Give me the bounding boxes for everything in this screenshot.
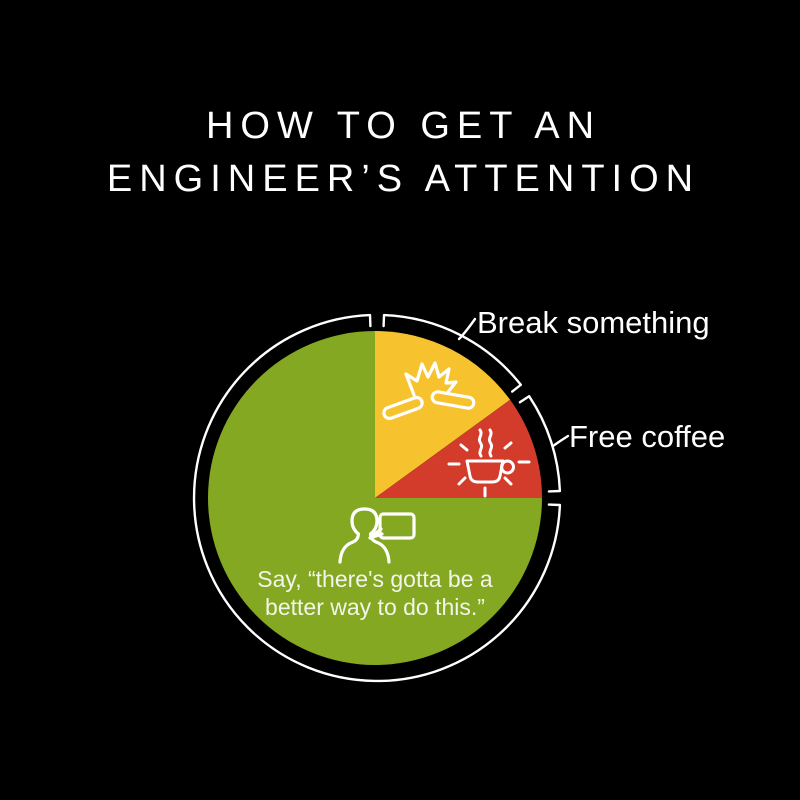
pie-slice-break-something — [375, 330, 511, 498]
pie-slice-better-way — [208, 331, 542, 665]
broken-stick-icon — [382, 361, 476, 421]
ring-arc-break-something — [382, 313, 522, 393]
cup-handle — [500, 459, 515, 475]
leader-line-break-something — [457, 317, 477, 341]
ring-arc-better-way — [192, 313, 562, 683]
quote-line-2: better way to do this.” — [265, 594, 485, 620]
crack-burst — [404, 361, 458, 397]
leader-line-free-coffee — [551, 434, 570, 448]
speech-bubble-tail — [368, 527, 384, 540]
person-silhouette — [338, 507, 391, 564]
stick-right-half — [430, 390, 476, 410]
steam-left — [477, 428, 484, 458]
person-speech-icon — [338, 507, 416, 564]
green-slice-quote: Say, “there's gotta be a better way to d… — [257, 565, 492, 621]
speech-bubble — [378, 512, 416, 540]
stick-left-half — [382, 395, 424, 421]
page-title: HOW TO GET AN ENGINEER’S ATTENTION — [0, 100, 800, 206]
outer-ring — [192, 313, 570, 683]
steam-right — [487, 428, 494, 458]
cup-body — [465, 459, 505, 484]
ray-lower-right — [503, 476, 513, 486]
ray-lower-left — [457, 476, 467, 486]
title-line-2: ENGINEER’S ATTENTION — [106, 158, 701, 200]
title-line-1: HOW TO GET AN — [205, 105, 602, 147]
slice-label-free-coffee: Free coffee — [569, 419, 726, 454]
quote-line-1: Say, “there's gotta be a — [257, 566, 493, 592]
ray-upper-left — [459, 443, 469, 452]
slice-label-break-something: Break something — [477, 305, 710, 340]
ring-arc-free-coffee — [518, 395, 562, 493]
coffee-cup-icon — [447, 428, 531, 498]
ray-upper-right — [503, 441, 513, 450]
